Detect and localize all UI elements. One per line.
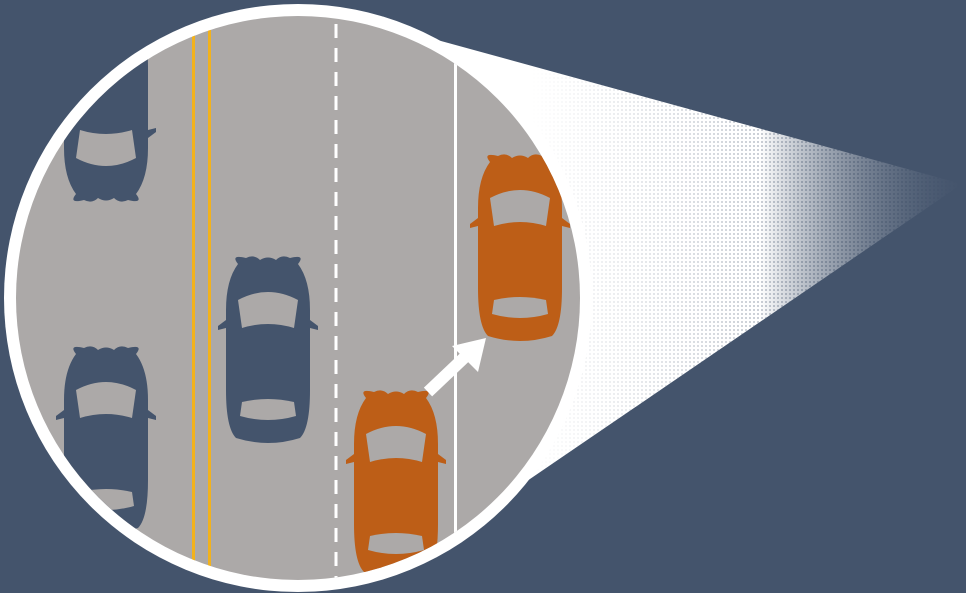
yellow-center-line-right [208,0,211,593]
car-orange-right-lane [470,154,570,341]
solid-lane-line [454,0,457,593]
yellow-center-line-left [192,0,195,593]
car-blue-center [218,256,318,443]
